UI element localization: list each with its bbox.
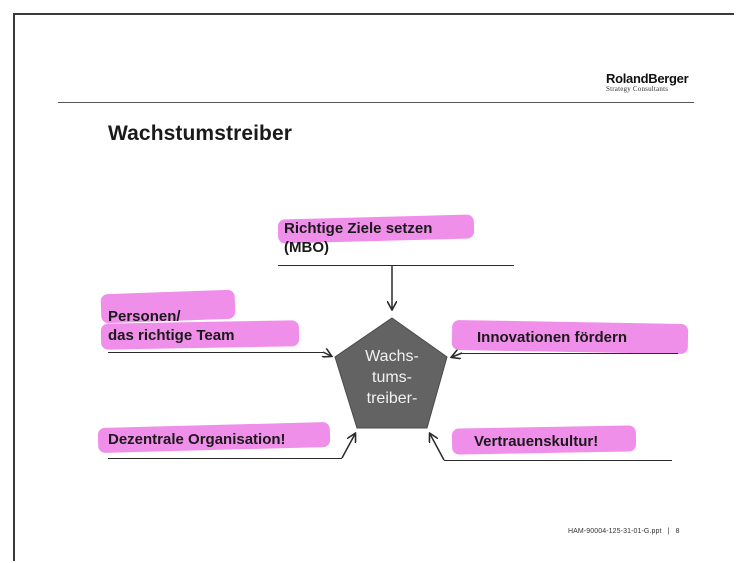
driver-right-bottom: Vertrauenskultur!	[474, 432, 598, 451]
center-line1: Wachs-	[365, 348, 419, 365]
driver-left-top: Personen/ das richtige Team	[108, 307, 234, 345]
driver-top-line1: Richtige Ziele setzen	[284, 220, 433, 237]
arrow-left-bottom	[341, 434, 355, 459]
rule-left-top	[108, 352, 323, 353]
center-line2: tums-	[372, 369, 412, 386]
driver-right-bottom-line1: Vertrauenskultur!	[474, 433, 599, 450]
slide-footer: HAM-90004-125-31-01-G.ppt | 8	[568, 528, 680, 535]
driver-top: Richtige Ziele setzen (MBO)	[284, 219, 432, 257]
driver-left-bottom-line1: Dezentrale Organisation!	[108, 431, 286, 448]
rule-right-top	[462, 353, 678, 354]
footer-page-number: 8	[675, 528, 680, 535]
driver-left-top-line1: Personen/	[108, 308, 181, 325]
footer-separator: |	[667, 528, 670, 535]
footer-filename: HAM-90004-125-31-01-G.ppt	[568, 528, 662, 535]
driver-top-line2: (MBO)	[284, 239, 329, 256]
center-line3: treiber-	[366, 390, 418, 407]
rule-right-bottom	[444, 460, 672, 461]
rule-top	[278, 265, 514, 266]
driver-left-top-line2: das richtige Team	[108, 327, 235, 344]
driver-left-bottom: Dezentrale Organisation!	[108, 430, 286, 449]
header-divider	[58, 102, 694, 103]
arrow-right-bottom	[430, 434, 445, 461]
logo-name: RolandBerger	[606, 71, 689, 86]
slide-frame	[13, 13, 734, 561]
driver-right-top: Innovationen fördern	[477, 328, 627, 347]
center-label: Wachs- tums- treiber-	[345, 346, 439, 409]
driver-right-top-line1: Innovationen fördern	[477, 329, 627, 346]
logo-tagline: Strategy Consultants	[606, 85, 669, 93]
roland-berger-logo: RolandBerger Strategy Consultants	[606, 71, 689, 93]
arrow-left-top	[323, 352, 331, 356]
rule-left-bottom	[108, 458, 342, 459]
arrow-right-top	[452, 353, 463, 357]
center-pentagon	[334, 317, 448, 429]
page-title: Wachstumstreiber	[108, 122, 293, 145]
